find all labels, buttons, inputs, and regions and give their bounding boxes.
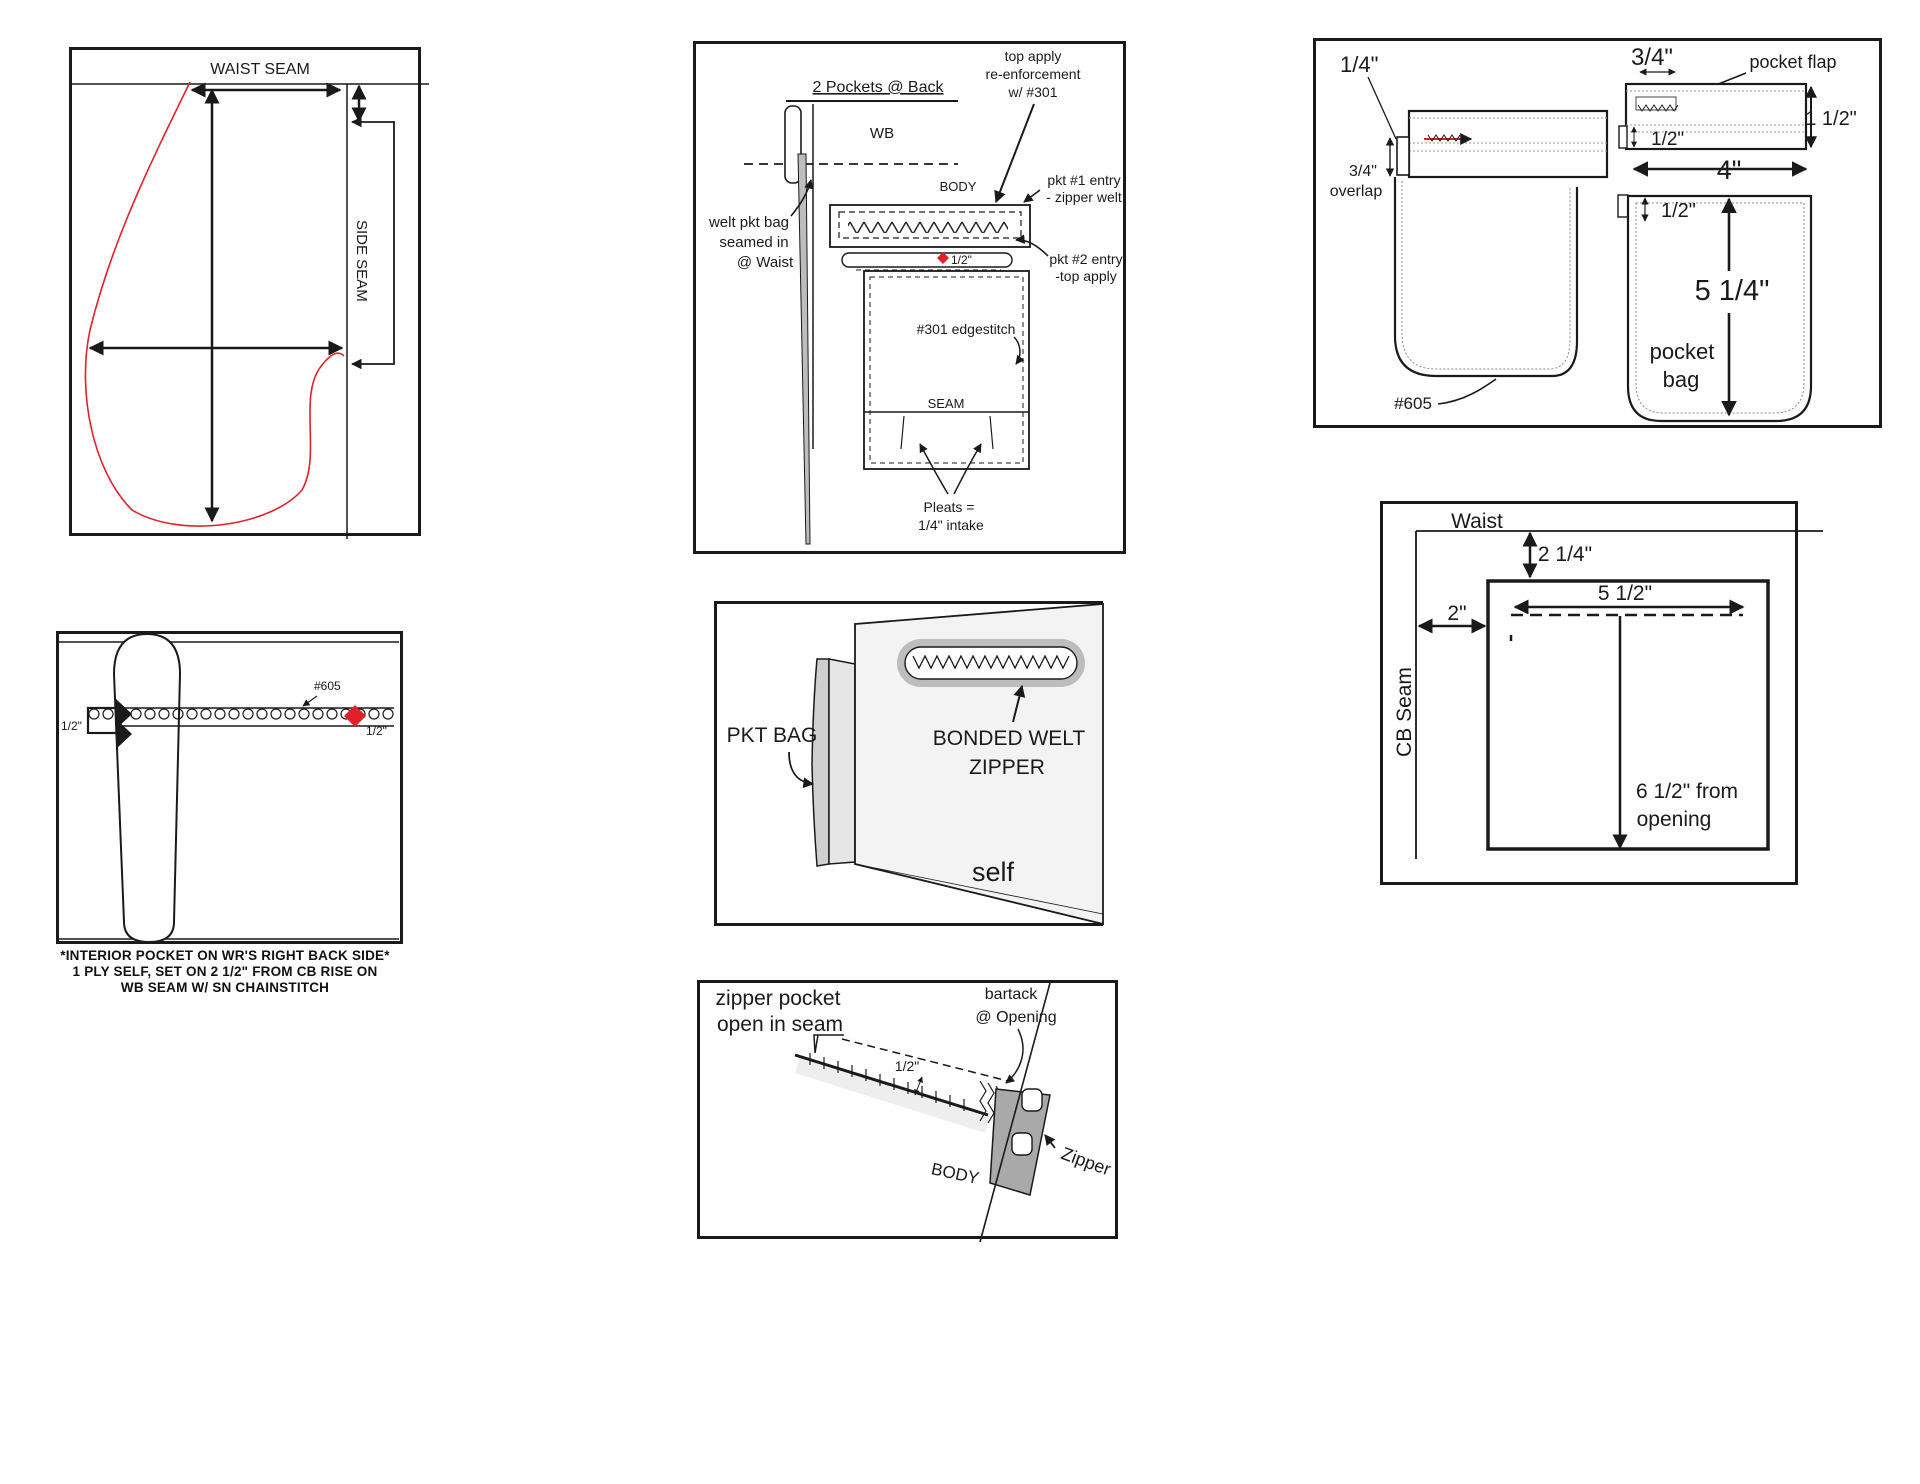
panel3-flap-34-label: 3/4": [1631, 44, 1673, 71]
panel-back-pocket-placement: WAIST SEAM SIDE SEAM: [69, 47, 429, 539]
panel2-welt-bag-1-label: welt pkt bag: [708, 214, 789, 231]
panel5-pkt-bag-label: PKT BAG: [727, 724, 818, 747]
pocket-position-diagram: Waist CB Seam 2 1/4" 2" 5 1/2" 6 1/2" fr…: [1393, 510, 1823, 859]
panel-interior-pocket: #605 1/2" 1/2": [56, 631, 403, 944]
panel3-flap-half-label: 1/2": [1651, 129, 1684, 150]
panel2-reinforce-3-label: w/ #301: [1007, 84, 1057, 100]
panel7-two-label: 2": [1447, 602, 1466, 625]
panel3-one-half-label: 1 1/2": [1805, 108, 1857, 130]
panel2-half-label: 1/2": [951, 253, 972, 267]
note-line-1: *INTERIOR POCKET ON WR'S RIGHT BACK SIDE…: [60, 948, 390, 963]
panel6-half-label: 1/2": [895, 1058, 919, 1074]
panel4-stitch-label: #605: [314, 679, 341, 693]
panel3-pocket-2-label: bag: [1663, 367, 1700, 392]
panel7-cb-seam-label: CB Seam: [1393, 667, 1416, 757]
panel7-from-2-label: opening: [1637, 808, 1712, 831]
panel3-stitch-label: #605: [1394, 394, 1432, 413]
panel6-zip-1-label: zipper pocket: [716, 987, 841, 1010]
panel2-pkt2-2-label: -top apply: [1055, 268, 1116, 284]
panel7-five-half-label: 5 1/2": [1598, 582, 1652, 605]
panel-bonded-welt-zipper: PKT BAG BONDED WELT ZIPPER self: [714, 601, 1104, 926]
panel2-welt-bag-2-label: seamed in: [719, 234, 788, 251]
bonded-welt-zipper-diagram: PKT BAG BONDED WELT ZIPPER self: [727, 603, 1104, 926]
panel2-pleats-2-label: 1/4" intake: [918, 517, 984, 533]
zipper-in-seam-diagram: zipper pocket open in seam 1/2" bartack …: [716, 982, 1114, 1243]
panel2-edgestitch-label: #301 edgestitch: [917, 321, 1016, 337]
panel2-pkt2-1-label: pkt #2 entry: [1049, 251, 1122, 267]
pocket-flap-bag-diagram: 1/4" 3/4" overlap #605 3/4" pocket flap …: [1330, 44, 1857, 423]
panel6-zip-2-label: open in seam: [717, 1013, 843, 1036]
panel2-welt-bag-3-label: @ Waist: [737, 254, 794, 271]
waistband-label: WB: [870, 125, 894, 142]
panel3-pocket-1-label: pocket: [1650, 339, 1715, 364]
panel7-from-1-label: 6 1/2" from: [1636, 780, 1738, 803]
interior-pocket-diagram: #605 1/2" 1/2": [59, 632, 399, 944]
two-pockets-title: 2 Pockets @ Back: [813, 79, 945, 96]
panel2-reinforce-2-label: re-enforcement: [986, 66, 1081, 82]
note-line-2: 1 PLY SELF, SET ON 2 1/2" FROM CB RISE O…: [72, 964, 378, 979]
panel4-half-left-label: 1/2": [61, 719, 82, 733]
back-pocket-placement-diagram: WAIST SEAM SIDE SEAM: [69, 61, 429, 539]
panel6-bartack-1-label: bartack: [985, 986, 1038, 1003]
panel3-pocket-flap-label: pocket flap: [1749, 52, 1836, 72]
panel2-pleats-1-label: Pleats =: [924, 499, 975, 515]
panel5-bonded-1-label: BONDED WELT: [933, 727, 1086, 750]
panel2-pkt1-1-label: pkt #1 entry: [1047, 172, 1120, 188]
panel5-bonded-2-label: ZIPPER: [969, 756, 1045, 779]
panel3-quarter-label: 1/4": [1340, 52, 1378, 77]
back-pockets-detail-diagram: 2 Pockets @ Back WB BODY top apply re-en…: [708, 48, 1123, 545]
panel3-overlap-1-label: 3/4": [1349, 163, 1377, 180]
panel6-zipper-label: Zipper: [1059, 1143, 1114, 1179]
red-marker-icon: [344, 705, 366, 727]
panel3-five-quarter-label: 5 1/4": [1695, 275, 1770, 307]
panel2-reinforce-1-label: top apply: [1005, 48, 1062, 64]
panel3-bag-half-label: 1/2": [1661, 200, 1696, 222]
panel2-pkt1-2-label: - zipper welt: [1046, 189, 1122, 205]
panel3-overlap-2-label: overlap: [1330, 183, 1383, 200]
waist-seam-label: WAIST SEAM: [210, 61, 310, 78]
panel2-seam-label: SEAM: [928, 396, 965, 411]
panel6-bartack-2-label: @ Opening: [975, 1009, 1056, 1026]
pocket-outline: [84, 81, 345, 527]
note-line-3: WB SEAM W/ SN CHAINSTITCH: [120, 980, 330, 995]
interior-pocket-note: *INTERIOR POCKET ON WR'S RIGHT BACK SIDE…: [50, 948, 400, 996]
body-label: BODY: [940, 179, 977, 194]
panel-pocket-flap-bag: 1/4" 3/4" overlap #605 3/4" pocket flap …: [1313, 38, 1882, 428]
panel-back-pockets-detail: 2 Pockets @ Back WB BODY top apply re-en…: [693, 41, 1126, 554]
side-seam-label: SIDE SEAM: [353, 220, 370, 302]
panel7-waist-label: Waist: [1451, 510, 1503, 533]
panel-zipper-in-seam: zipper pocket open in seam 1/2" bartack …: [697, 980, 1118, 1243]
red-marker-icon: [937, 252, 949, 264]
panel6-body-label: BODY: [930, 1159, 981, 1188]
panel5-self-label: self: [972, 857, 1015, 887]
panel7-two-quarter-label: 2 1/4": [1538, 543, 1592, 566]
panel4-half-right-label: 1/2": [366, 724, 387, 738]
panel-pocket-position: Waist CB Seam 2 1/4" 2" 5 1/2" 6 1/2" fr…: [1380, 501, 1823, 885]
